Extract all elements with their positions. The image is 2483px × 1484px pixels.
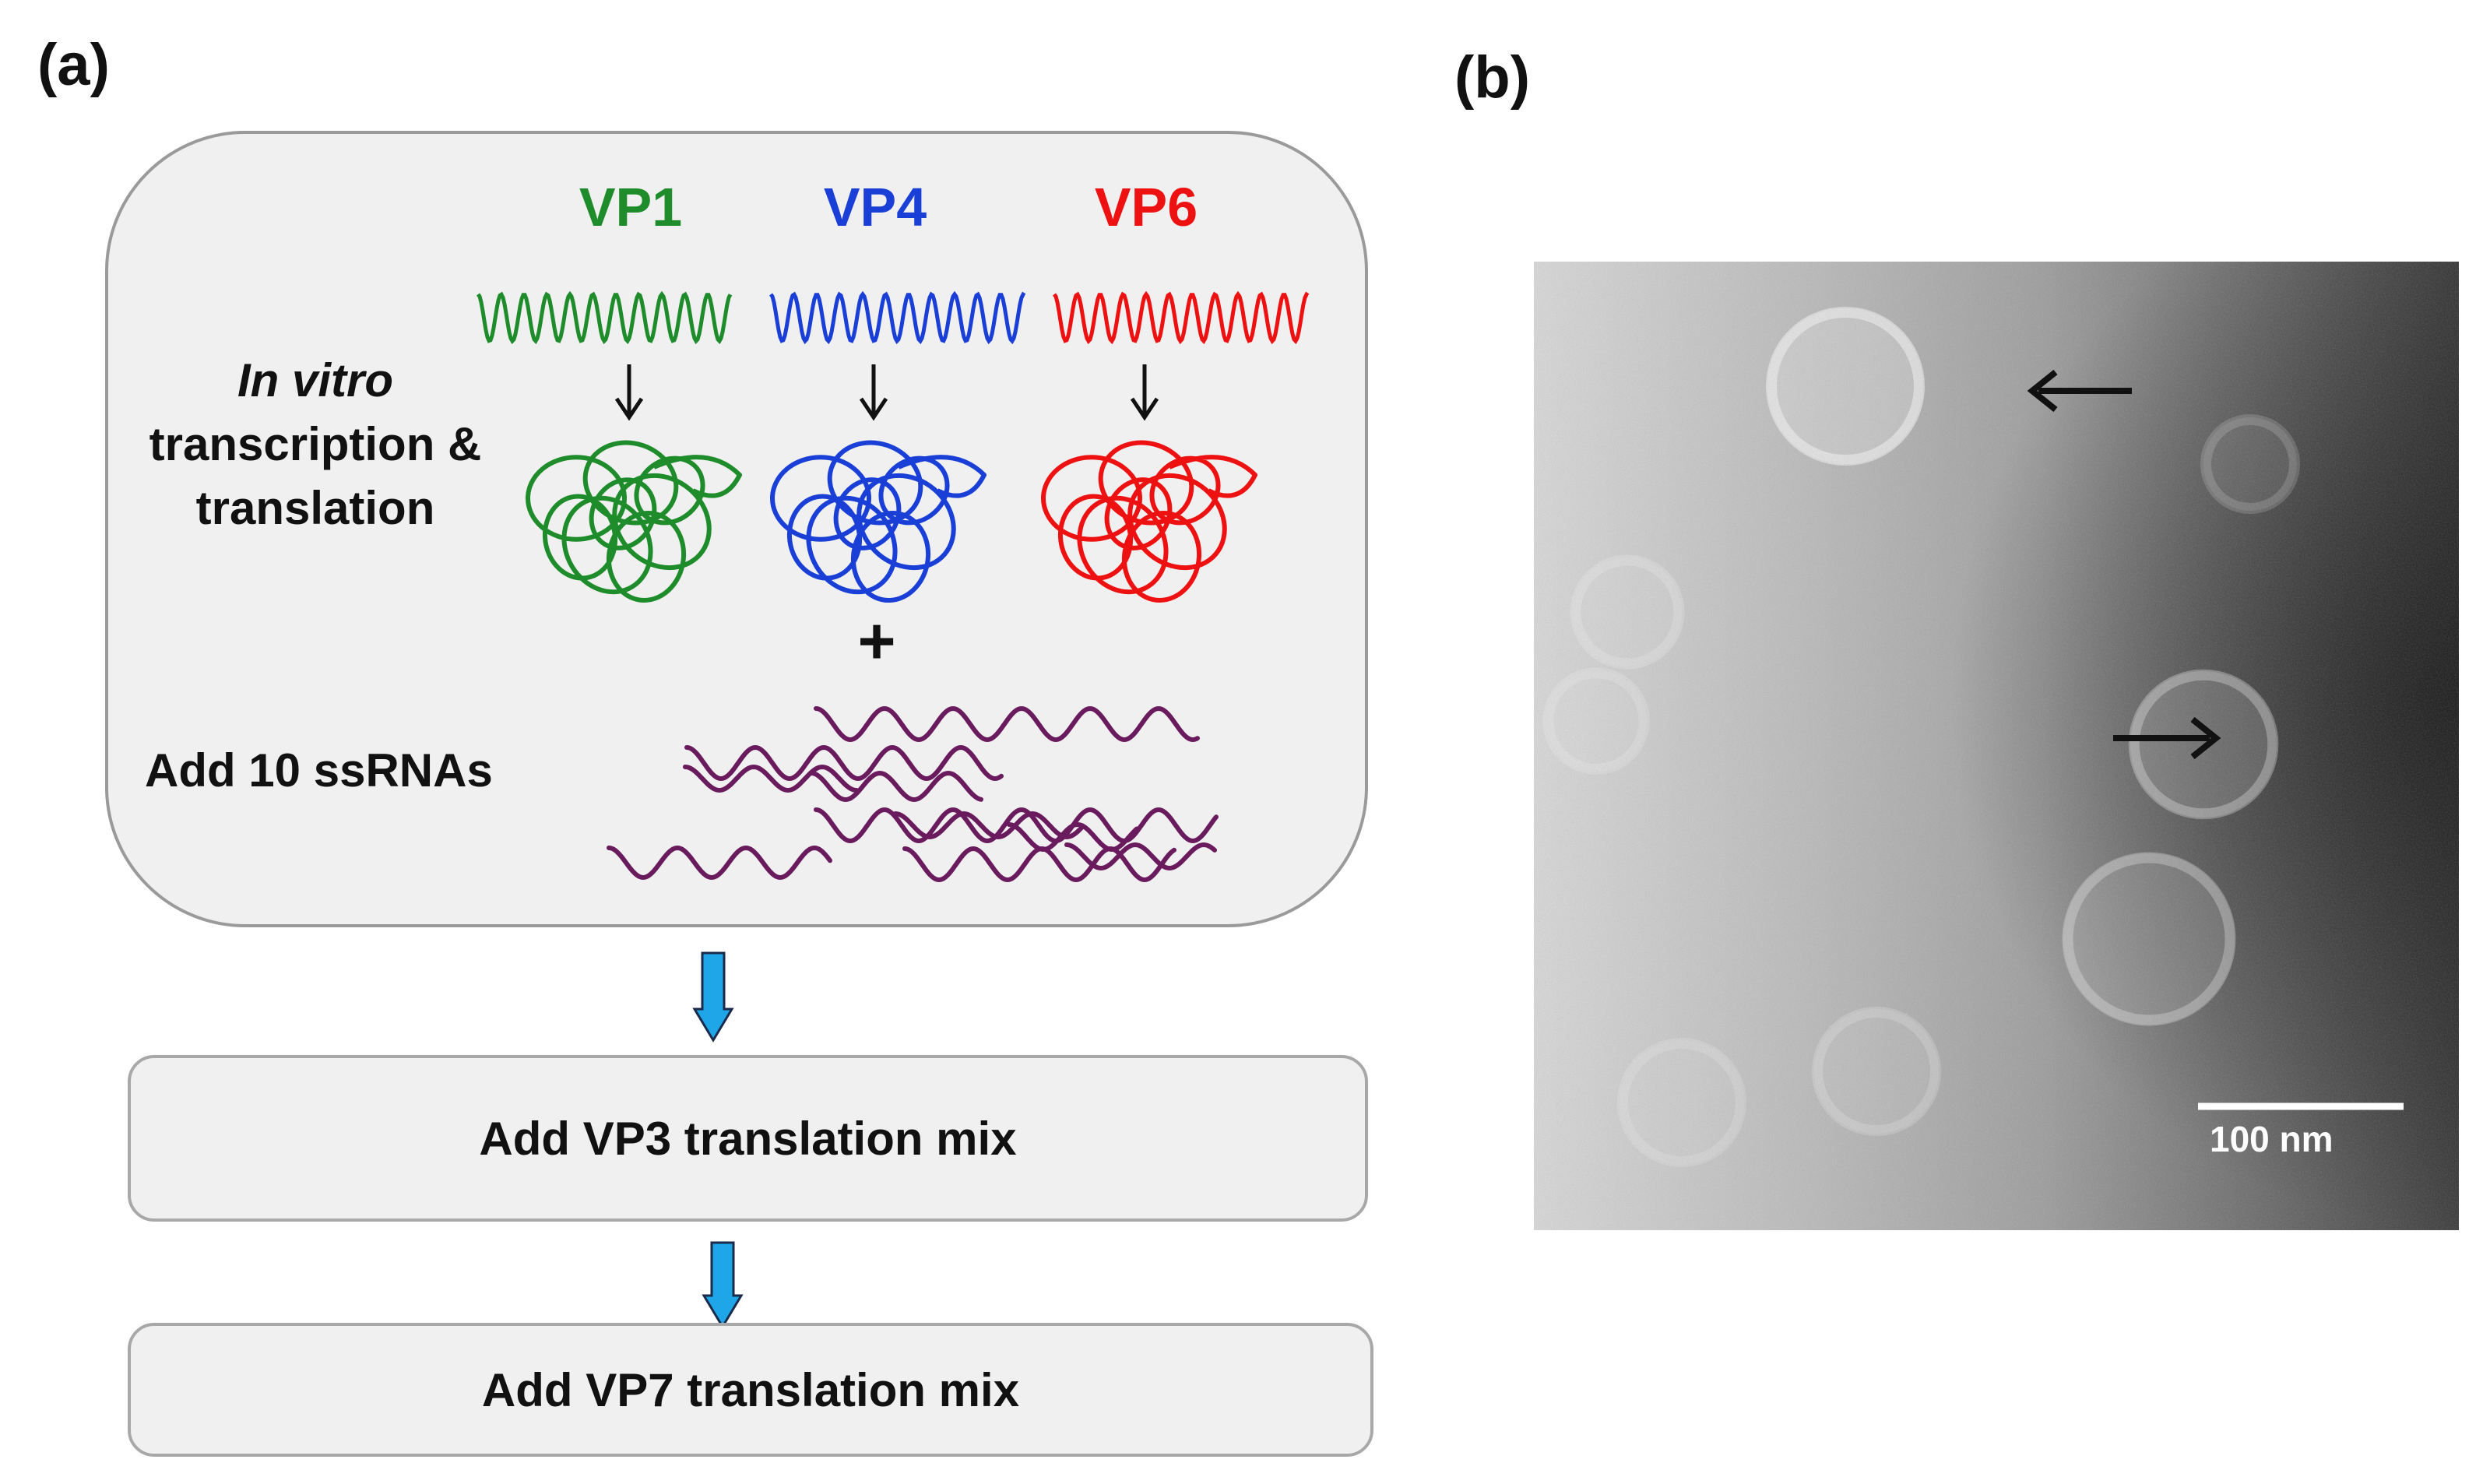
- in-vitro-text: In vitro: [237, 354, 393, 406]
- ssrna-strand: [684, 744, 1004, 782]
- ssrna-strand: [1007, 821, 1139, 853]
- down-arrows: [614, 364, 1159, 421]
- flow-arrows: [692, 951, 744, 1329]
- flow-arrow: [702, 1241, 744, 1329]
- ssrna-strand: [809, 770, 983, 803]
- transcription-translation-label: In vitro transcription & translation: [125, 349, 506, 540]
- vp7-step-box: Add VP7 translation mix: [128, 1323, 1373, 1457]
- ssrna-strand: [683, 764, 859, 793]
- vp6-protein-coil: [1041, 440, 1257, 603]
- vp1-mrna-wave: [476, 290, 733, 345]
- scale-bar-label: 100 nm: [2210, 1119, 2334, 1159]
- vp4-label: VP4: [823, 177, 927, 237]
- vp3-step-box: Add VP3 translation mix: [128, 1055, 1368, 1222]
- vp1-label: VP1: [579, 177, 683, 237]
- vp6-label: VP6: [1094, 177, 1198, 237]
- panel-b-label: (b): [1454, 44, 1531, 111]
- flow-arrow: [692, 951, 734, 1043]
- em-arrows: [2027, 369, 2221, 760]
- ssrna-strand: [1064, 842, 1217, 871]
- em-micrograph: 100 nm: [1534, 262, 2459, 1230]
- ssrna-strand: [814, 807, 1219, 844]
- plus-sign: +: [857, 604, 895, 677]
- vp4-down-arrowhead: [859, 397, 888, 421]
- vp1-protein-coil: [526, 440, 742, 603]
- vp3-step-label: Add VP3 translation mix: [479, 1112, 1017, 1165]
- vp1-down-arrowhead: [614, 397, 644, 421]
- protein-coils: [526, 440, 1257, 603]
- ssrna-strand: [902, 846, 1176, 883]
- ssrna-strand: [893, 811, 1085, 840]
- add-ssrna-label: Add 10 ssRNAs: [145, 744, 493, 797]
- em-arrowhead-top: [2027, 369, 2058, 413]
- transcription-translation-text: transcription & translation: [149, 418, 482, 534]
- vp6-down-arrowhead: [1130, 397, 1159, 421]
- ssrna-strand: [814, 705, 1200, 743]
- assembly-step-box: [105, 131, 1368, 927]
- ssrna-strand: [607, 845, 832, 881]
- panel-a-label: (a): [37, 32, 110, 98]
- ssrna-strands: [607, 705, 1219, 883]
- micrograph-graphics: [1534, 262, 2459, 1230]
- vp4-protein-coil: [770, 440, 987, 603]
- mrna-waves: [476, 290, 1310, 345]
- vp7-step-label: Add VP7 translation mix: [481, 1363, 1020, 1416]
- em-arrowhead-middle: [2190, 716, 2221, 760]
- vp4-mrna-wave: [768, 290, 1026, 345]
- vp6-mrna-wave: [1052, 290, 1310, 345]
